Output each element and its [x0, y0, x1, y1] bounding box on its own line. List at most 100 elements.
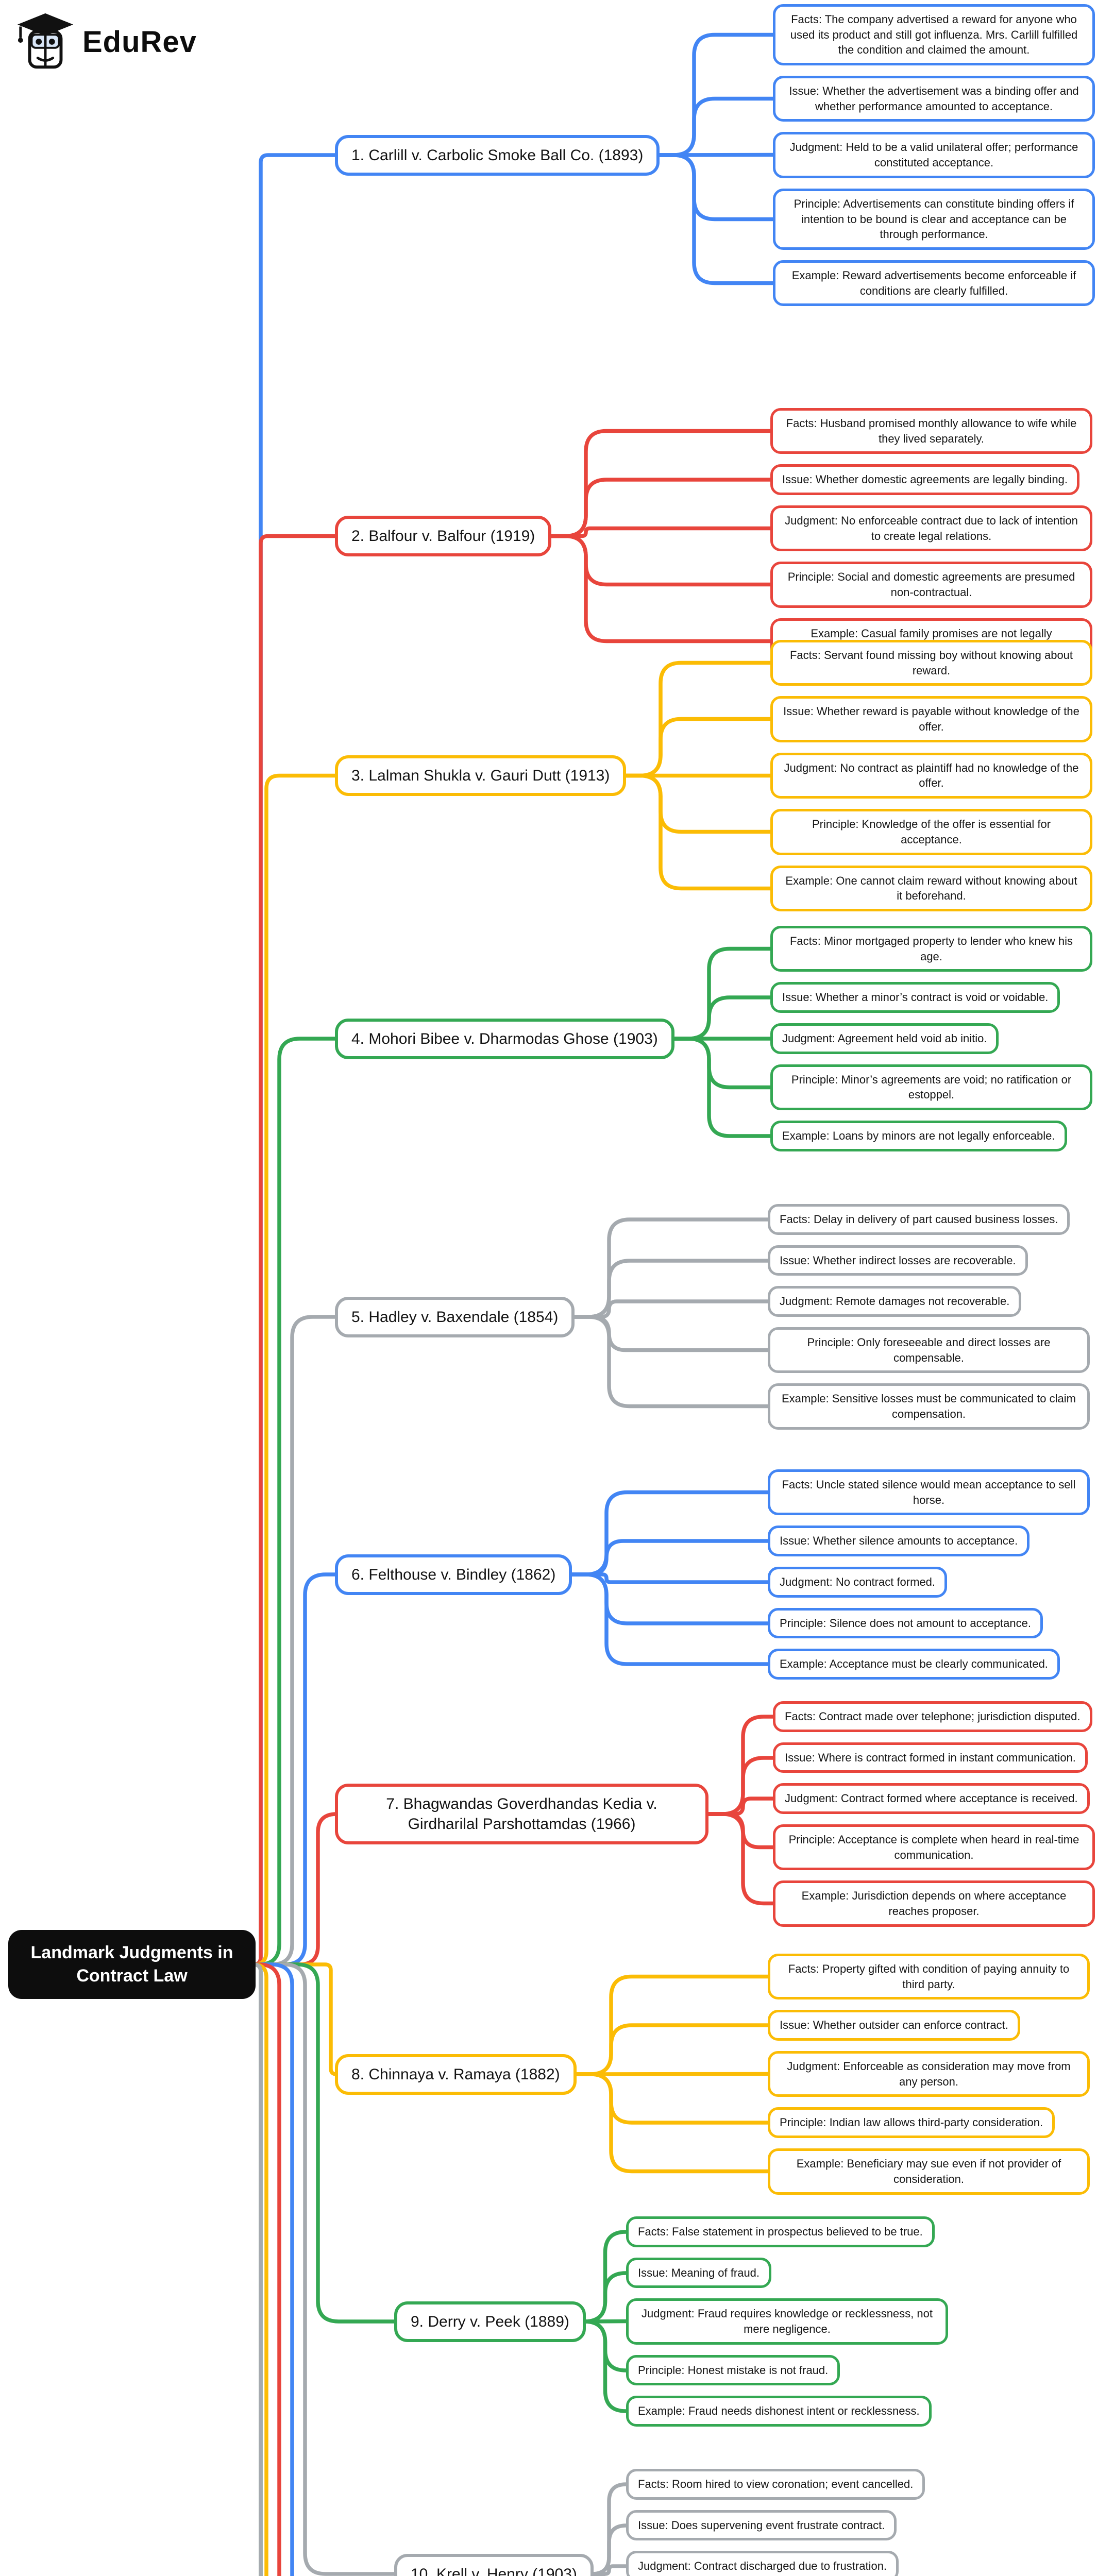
leaf-text: Example: Beneficiary may sue even if not…	[796, 2157, 1061, 2185]
leaf-text: Example: Jurisdiction depends on where a…	[801, 1889, 1067, 1918]
leaf-node[interactable]: Example: Fraud needs dishonest intent or…	[626, 2396, 932, 2427]
leaf-node[interactable]: Principle: Indian law allows third-party…	[768, 2107, 1055, 2139]
leaf-node[interactable]: Principle: Advertisements can constitute…	[773, 188, 1095, 250]
leaf-text: Principle: Advertisements can constitute…	[794, 197, 1074, 241]
case-node[interactable]: 6. Felthouse v. Bindley (1862)	[335, 1554, 572, 1595]
leaf-node[interactable]: Issue: Whether outsider can enforce cont…	[768, 2010, 1020, 2041]
leaf-node[interactable]: Judgment: Enforceable as consideration m…	[768, 2051, 1090, 2097]
leaf-node[interactable]: Principle: Minor’s agreements are void; …	[770, 1064, 1092, 1111]
case-node[interactable]: 4. Mohori Bibee v. Dharmodas Ghose (1903…	[335, 1019, 674, 1059]
leaf-text: Issue: Whether indirect losses are recov…	[780, 1253, 1016, 1267]
case-node[interactable]: 8. Chinnaya v. Ramaya (1882)	[335, 2054, 577, 2095]
case-node[interactable]: 3. Lalman Shukla v. Gauri Dutt (1913)	[335, 755, 627, 796]
leaf-node[interactable]: Judgment: No contract as plaintiff had n…	[770, 752, 1092, 799]
leaf-node[interactable]: Judgment: Remote damages not recoverable…	[768, 1286, 1022, 1317]
leaf-node[interactable]: Example: Loans by minors are not legally…	[770, 1121, 1067, 1151]
leaf-node[interactable]: Facts: Minor mortgaged property to lende…	[770, 926, 1092, 972]
leaf-node[interactable]: Facts: Husband promised monthly allowanc…	[770, 408, 1092, 454]
leaf-node[interactable]: Example: Reward advertisements become en…	[773, 260, 1095, 307]
case-children: Facts: Minor mortgaged property to lende…	[770, 926, 1092, 1151]
leaf-node[interactable]: Principle: Social and domestic agreement…	[770, 562, 1092, 608]
connector	[251, 1962, 339, 2076]
leaf-node[interactable]: Example: Acceptance must be clearly comm…	[768, 1649, 1060, 1680]
leaf-node[interactable]: Example: One cannot claim reward without…	[770, 865, 1092, 911]
leaf-node[interactable]: Example: Jurisdiction depends on where a…	[773, 1880, 1095, 1927]
leaf-node[interactable]: Principle: Knowledge of the offer is ess…	[770, 809, 1092, 855]
case-title: 7. Bhagwandas Goverdhandas Kedia v. Gird…	[386, 1795, 657, 1833]
leaf-text: Judgment: No contract formed.	[780, 1575, 936, 1589]
case-title: 5. Hadley v. Baxendale (1854)	[351, 1309, 559, 1326]
case-node[interactable]: 5. Hadley v. Baxendale (1854)	[335, 1297, 575, 1337]
leaf-node[interactable]: Issue: Whether a minor’s contract is voi…	[770, 982, 1060, 1013]
leaf-text: Principle: Honest mistake is not fraud.	[638, 2363, 829, 2377]
leaf-text: Issue: Where is contract formed in insta…	[785, 1751, 1076, 1764]
leaf-node[interactable]: Issue: Meaning of fraud.	[626, 2257, 772, 2289]
connector	[590, 2564, 630, 2576]
leaf-node[interactable]: Issue: Whether indirect losses are recov…	[768, 1245, 1028, 1276]
root-node[interactable]: Landmark Judgments in Contract Law	[8, 1930, 256, 1999]
leaf-text: Example: Acceptance must be clearly comm…	[780, 1657, 1048, 1671]
leaf-node[interactable]: Judgment: Fraud requires knowledge or re…	[626, 2298, 948, 2345]
case-children: Facts: The company advertised a reward f…	[773, 4, 1095, 307]
leaf-text: Judgment: Fraud requires knowledge or re…	[642, 2307, 933, 2336]
connector	[671, 946, 774, 1041]
leaf-node[interactable]: Principle: Only foreseeable and direct l…	[768, 1327, 1090, 1374]
leaf-text: Judgment: No enforceable contract due to…	[785, 514, 1078, 543]
leaf-node[interactable]: Facts: False statement in prospectus bel…	[626, 2216, 935, 2247]
leaf-text: Issue: Whether the advertisement was a b…	[789, 84, 1079, 113]
leaf-node[interactable]: Facts: Delay in delivery of part caused …	[768, 1204, 1070, 1235]
leaf-node[interactable]: Facts: Property gifted with condition of…	[768, 1954, 1090, 2000]
leaf-node[interactable]: Principle: Acceptance is complete when h…	[773, 1824, 1095, 1871]
leaf-text: Facts: Delay in delivery of part caused …	[780, 1213, 1058, 1226]
case-title: 3. Lalman Shukla v. Gauri Dutt (1913)	[351, 767, 610, 784]
leaf-node[interactable]: Issue: Whether domestic agreements are l…	[770, 464, 1079, 496]
leaf-text: Principle: Indian law allows third-party…	[780, 2116, 1043, 2129]
connector	[571, 1315, 771, 1409]
leaf-node[interactable]: Judgment: Contract discharged due to fru…	[626, 2551, 899, 2576]
connector	[705, 1797, 777, 1816]
leaf-node[interactable]: Issue: Where is contract formed in insta…	[773, 1742, 1088, 1773]
leaf-text: Principle: Only foreseeable and direct l…	[807, 1336, 1051, 1364]
leaf-text: Facts: False statement in prospectus bel…	[638, 2225, 923, 2238]
leaf-text: Principle: Minor’s agreements are void; …	[791, 1073, 1072, 1101]
leaf-text: Issue: Whether reward is payable without…	[783, 705, 1079, 734]
leaf-node[interactable]: Judgment: Agreement held void ab initio.	[770, 1023, 999, 1054]
leaf-node[interactable]: Facts: Uncle stated silence would mean a…	[768, 1469, 1090, 1516]
leaf-node[interactable]: Judgment: No contract formed.	[768, 1567, 948, 1598]
connector	[568, 1539, 771, 1577]
case-node[interactable]: 2. Balfour v. Balfour (1919)	[335, 516, 552, 556]
leaf-node[interactable]: Example: Beneficiary may sue even if not…	[768, 2148, 1090, 2195]
leaf-node[interactable]: Facts: Servant found missing boy without…	[770, 640, 1092, 686]
leaf-text: Facts: Minor mortgaged property to lende…	[789, 935, 1073, 963]
case-node[interactable]: 10. Krell v. Henry (1903)	[394, 2554, 594, 2576]
leaf-text: Judgment: Contract discharged due to fru…	[638, 2560, 887, 2573]
leaf-node[interactable]: Principle: Silence does not amount to ac…	[768, 1607, 1043, 1639]
case-node[interactable]: 7. Bhagwandas Goverdhandas Kedia v. Gird…	[335, 1784, 708, 1844]
leaf-node[interactable]: Issue: Whether the advertisement was a b…	[773, 76, 1095, 122]
leaf-node[interactable]: Judgment: Held to be a valid unilateral …	[773, 132, 1095, 178]
leaf-node[interactable]: Issue: Whether reward is payable without…	[770, 696, 1092, 742]
leaf-node[interactable]: Principle: Honest mistake is not fraud.	[626, 2354, 840, 2386]
connector	[671, 1037, 774, 1138]
leaf-node[interactable]: Issue: Does supervening event frustrate …	[626, 2510, 897, 2541]
leaf-text: Principle: Acceptance is complete when h…	[788, 1833, 1079, 1861]
case-node[interactable]: 9. Derry v. Peek (1889)	[394, 2301, 586, 2342]
leaf-text: Judgment: Enforceable as consideration m…	[787, 2060, 1071, 2088]
leaf-node[interactable]: Facts: The company advertised a reward f…	[773, 4, 1095, 66]
leaf-node[interactable]: Example: Sensitive losses must be commun…	[768, 1383, 1090, 1430]
case-title: 2. Balfour v. Balfour (1919)	[351, 528, 535, 545]
leaf-node[interactable]: Judgment: No enforceable contract due to…	[770, 505, 1092, 552]
brand-name: EduRev	[82, 25, 197, 59]
connector	[251, 1962, 398, 2324]
leaf-node[interactable]: Facts: Contract made over telephone; jur…	[773, 1701, 1092, 1732]
leaf-text: Example: Reward advertisements become en…	[791, 268, 1076, 297]
leaf-text: Facts: Contract made over telephone; jur…	[785, 1710, 1081, 1723]
case-node[interactable]: 1. Carlill v. Carbolic Smoke Ball Co. (1…	[335, 135, 660, 176]
leaf-node[interactable]: Judgment: Contract formed where acceptan…	[773, 1783, 1090, 1815]
leaf-node[interactable]: Issue: Whether silence amounts to accept…	[768, 1526, 1030, 1557]
connector	[251, 1962, 263, 2576]
connector	[573, 2072, 771, 2125]
leaf-text: Facts: Property gifted with condition of…	[788, 1962, 1070, 1991]
leaf-node[interactable]: Facts: Room hired to view coronation; ev…	[626, 2469, 925, 2500]
